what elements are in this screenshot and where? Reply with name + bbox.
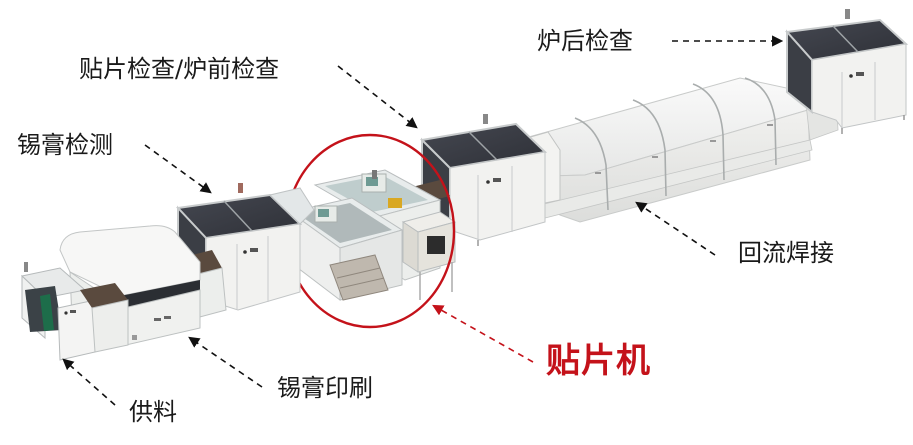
reflow-oven	[517, 77, 839, 223]
arrow-feeder	[62, 358, 116, 406]
post-reflow-inspection-machine	[784, 9, 909, 134]
label-feeder: 供料	[129, 398, 177, 426]
arrow-printer	[188, 336, 263, 388]
label-placement-inspection: 贴片检查/炉前检查	[79, 55, 280, 83]
feeder-loader-machine	[20, 262, 129, 361]
arrow-placement-machine	[432, 304, 534, 363]
label-placement-machine: 贴片机	[546, 341, 651, 381]
label-post-reflow-inspection: 炉后检查	[537, 27, 633, 55]
arrow-spi	[144, 144, 212, 194]
placement-machine	[288, 169, 457, 302]
arrow-placement-inspection	[337, 65, 418, 129]
label-reflow-soldering: 回流焊接	[738, 239, 834, 267]
solder-paste-inspection-machine	[175, 183, 315, 311]
label-solder-paste-printing: 锡膏印刷	[277, 374, 373, 402]
label-solder-paste-inspection: 锡膏检测	[17, 131, 113, 159]
arrow-reflow	[635, 201, 716, 256]
